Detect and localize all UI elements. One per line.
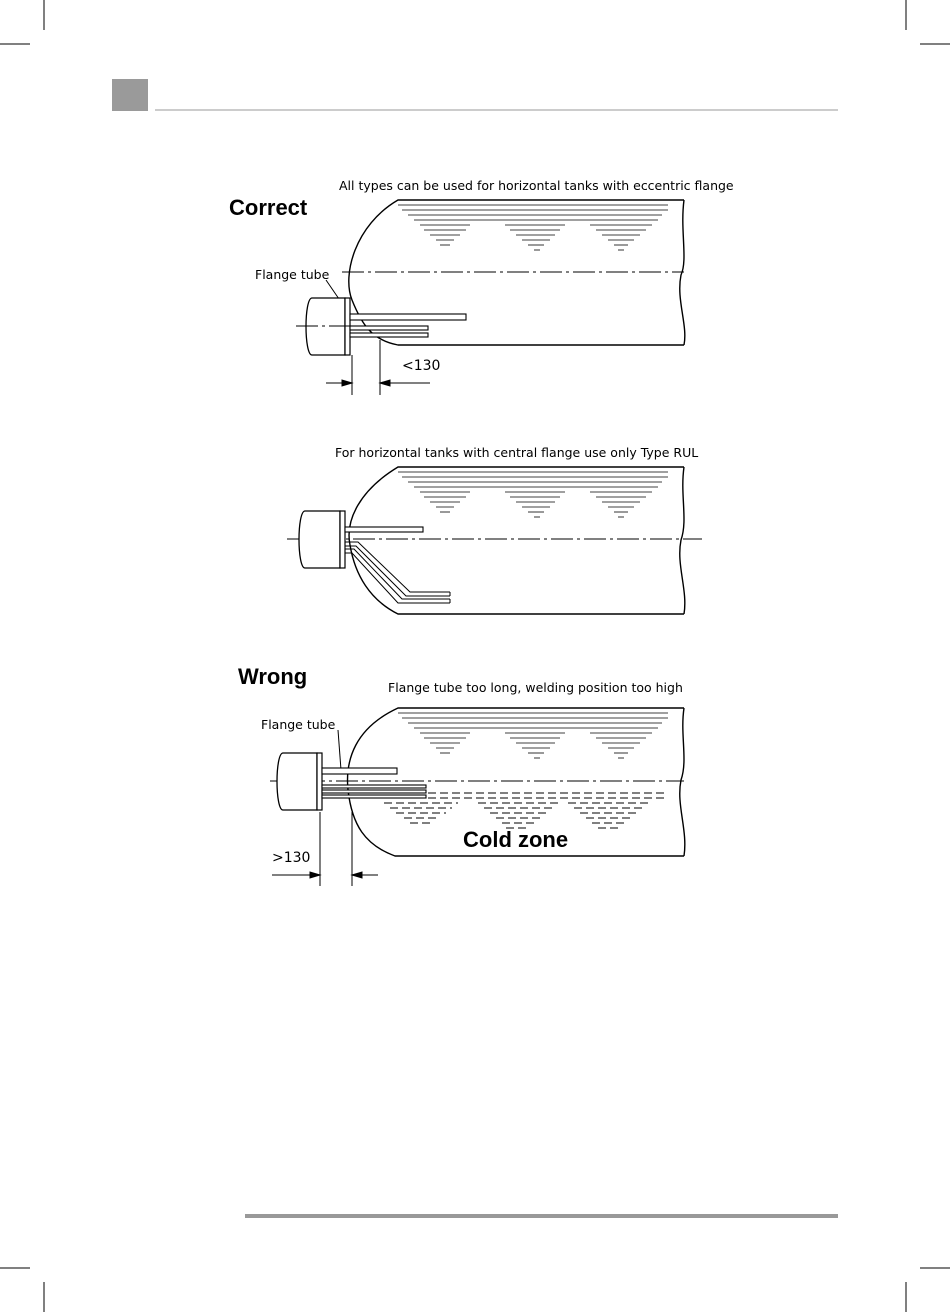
dimension-label: <130 [402,358,440,374]
callout-leader [338,730,341,770]
tank-end-break [680,467,685,614]
flange-plate [340,511,345,568]
caption-central: For horizontal tanks with central flange… [335,445,698,460]
tank-outline [349,467,684,614]
footer-rule [245,1214,838,1218]
caption-wrong: Flange tube too long, welding position t… [388,680,683,695]
liquid-level-hatching [398,472,668,517]
flange-tube-callout: Flange tube [255,267,330,282]
heating-rods [322,768,426,798]
wrong-heading: Wrong [238,664,307,689]
caption-eccentric: All types can be used for horizontal tan… [339,178,734,193]
flange-plate [317,753,322,810]
diagram-central-flange: For horizontal tanks with central flange… [287,445,702,614]
tank-end-break [680,708,685,856]
diagram-wrong: Wrong Flange tube too long, welding posi… [238,664,685,886]
heating-rods-bent [345,542,450,603]
flange-head [277,753,317,810]
heating-rods [350,314,466,337]
header-block [112,79,148,111]
heating-rod-straight [345,527,423,532]
dimension-gt130 [272,812,378,886]
liquid-level-hatching [398,713,668,758]
flange-head [299,511,340,568]
dimension-label: >130 [272,850,310,866]
diagram-correct-eccentric: Correct All types can be used for horizo… [229,178,734,395]
cold-zone-label: Cold zone [463,827,568,852]
flange-tube-callout: Flange tube [261,717,336,732]
liquid-level-hatching [398,205,668,250]
correct-heading: Correct [229,195,308,220]
